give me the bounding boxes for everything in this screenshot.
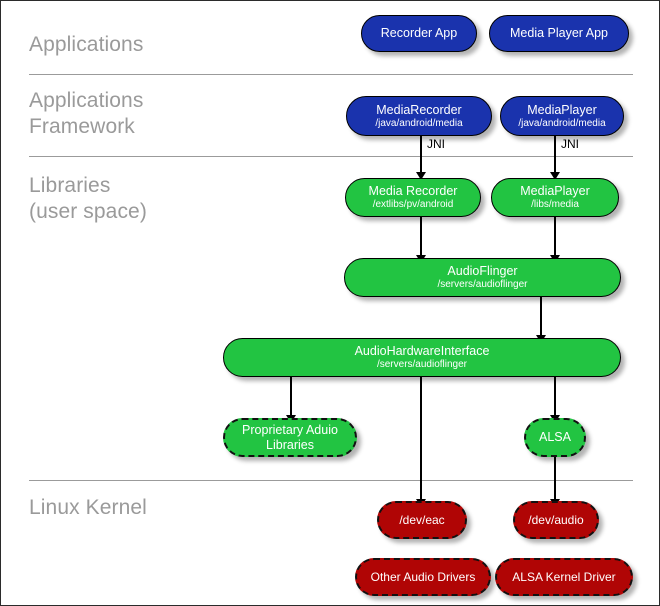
node-other-audio-drivers-title: Other Audio Drivers	[370, 569, 476, 584]
node-mediaplayer-library-title: MediaPlayer	[520, 184, 590, 198]
layer-label-linux-kernel: Linux Kernel	[29, 496, 147, 519]
divider-applications	[29, 74, 633, 75]
connector-mediaplayer-lib-to-audioflinger	[554, 217, 556, 257]
node-media-player-app[interactable]: Media Player App	[489, 15, 629, 52]
divider-linux-kernel	[29, 480, 633, 481]
node-audioflinger-path: /servers/audioflinger	[437, 279, 528, 290]
node-media-recorder-library[interactable]: Media Recorder /extlibs/pv/android	[345, 178, 481, 217]
layer-label-applications: Applications	[29, 33, 144, 56]
node-mediaplayer-library-path: /libs/media	[531, 199, 579, 210]
node-recorder-app[interactable]: Recorder App	[361, 15, 477, 52]
node-proprietary-audio-libraries[interactable]: Proprietary Aduio Libraries	[223, 418, 357, 457]
node-alsa[interactable]: ALSA	[524, 418, 586, 457]
connector-mediaplayer-fw-to-lib	[554, 136, 556, 174]
connector-audioflinger-to-audiohwinterface	[540, 297, 542, 337]
jni-label-right: JNI	[561, 137, 579, 151]
arrowhead-mediaplayer-lib	[550, 172, 560, 180]
node-mediaplayer-library[interactable]: MediaPlayer /libs/media	[491, 178, 619, 217]
node-proprietary-audio-libraries-title: Proprietary Aduio Libraries	[242, 422, 338, 452]
connector-media-recorder-lib-to-audioflinger	[420, 217, 422, 257]
node-mediarecorder-framework[interactable]: MediaRecorder /java/android/media	[346, 96, 492, 136]
connector-audiohwinterface-to-dev-eac	[420, 377, 422, 501]
node-media-recorder-library-title: Media Recorder	[368, 184, 458, 198]
node-recorder-app-title: Recorder App	[380, 26, 458, 40]
node-audiohardwareinterface-title: AudioHardwareInterface	[354, 344, 490, 358]
layer-label-libraries: Libraries (user space)	[29, 174, 147, 223]
jni-label-left: JNI	[427, 137, 445, 151]
node-dev-audio[interactable]: /dev/audio	[513, 501, 599, 539]
node-media-recorder-library-path: /extlibs/pv/android	[372, 199, 454, 210]
node-audiohardwareinterface[interactable]: AudioHardwareInterface /servers/audiofli…	[223, 338, 621, 377]
node-dev-eac-title: /dev/eac	[399, 512, 445, 527]
connector-mediarecorder-fw-to-lib	[420, 136, 422, 174]
node-media-player-app-title: Media Player App	[510, 26, 608, 40]
arrowhead-mediarecorder-lib	[416, 172, 426, 180]
node-audiohardwareinterface-path: /servers/audioflinger	[376, 359, 468, 370]
node-alsa-kernel-driver[interactable]: ALSA Kernel Driver	[495, 558, 633, 596]
node-mediaplayer-framework-title: MediaPlayer	[527, 102, 597, 117]
node-audioflinger[interactable]: AudioFlinger /servers/audioflinger	[344, 258, 621, 297]
connector-audiohwinterface-to-proprietary	[290, 377, 292, 417]
node-dev-eac[interactable]: /dev/eac	[377, 501, 467, 539]
node-mediaplayer-framework[interactable]: MediaPlayer /java/android/media	[500, 96, 624, 136]
node-alsa-title: ALSA	[539, 430, 571, 444]
layer-label-applications-framework: Applications Framework	[29, 89, 144, 138]
node-mediarecorder-framework-path: /java/android/media	[375, 117, 463, 129]
node-dev-audio-title: /dev/audio	[528, 512, 584, 527]
node-alsa-kernel-driver-title: ALSA Kernel Driver	[512, 569, 616, 584]
node-other-audio-drivers[interactable]: Other Audio Drivers	[355, 558, 491, 596]
node-mediaplayer-framework-path: /java/android/media	[518, 117, 606, 129]
connector-alsa-to-dev-audio	[554, 457, 556, 501]
divider-applications-framework	[29, 156, 633, 157]
node-audioflinger-title: AudioFlinger	[447, 264, 518, 278]
node-mediarecorder-framework-title: MediaRecorder	[376, 102, 462, 117]
connector-audiohwinterface-to-alsa	[554, 377, 556, 417]
